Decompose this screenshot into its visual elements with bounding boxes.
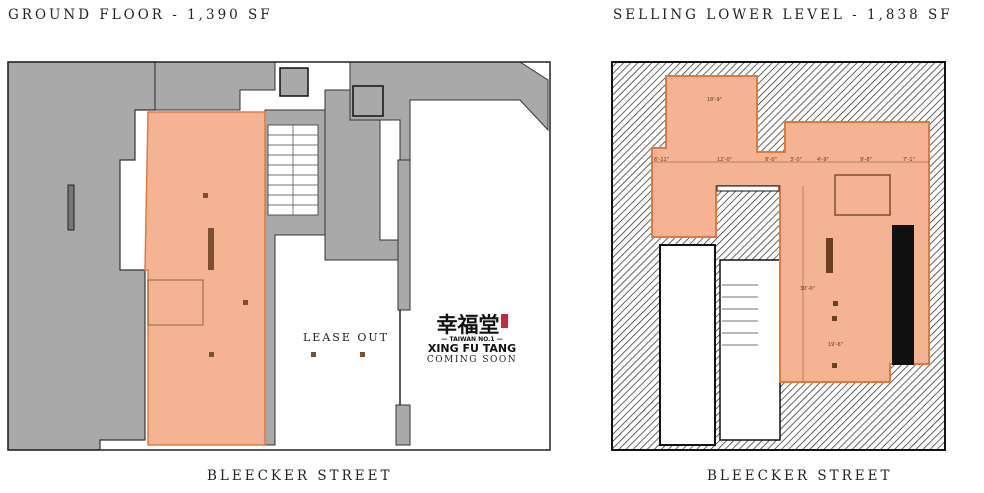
ground-floor-title: GROUND FLOOR - 1,390 SF (8, 7, 273, 23)
tenant-status: COMING SOON (426, 355, 518, 365)
svg-text:3'-0": 3'-0" (790, 157, 802, 163)
lower-level-title: SELLING LOWER LEVEL - 1,838 SF (613, 7, 953, 23)
tenant-name: XING FU TANG (427, 342, 517, 355)
tenant-sign: 幸福堂 — TAIWAN NO.1 — XING FU TANG COMING … (424, 312, 520, 366)
seal-logo-icon (500, 314, 508, 328)
svg-text:19'-6": 19'-6" (828, 342, 843, 348)
svg-text:9'-8": 9'-8" (860, 157, 872, 163)
leased-area-lower (651, 75, 930, 383)
leased-area-ground (144, 111, 266, 446)
elevator-2 (352, 85, 384, 117)
stair-lower (719, 259, 781, 441)
tenant-tagline: — TAIWAN NO.1 — (441, 336, 503, 343)
svg-text:18'-9": 18'-9" (707, 97, 722, 103)
lower-level-plan: 18'-9" 6'-11" 12'-0" 8'-0" 3'-0" 4'-9" 9… (611, 61, 946, 451)
svg-text:6'-11": 6'-11" (654, 157, 669, 163)
svg-text:12'-0": 12'-0" (717, 157, 732, 163)
elevator-1 (279, 67, 309, 97)
tenant-chinese-name: 幸福堂 (436, 312, 500, 337)
lower-level-street-label: BLEECKER STREET (707, 468, 893, 484)
svg-text:7'-1": 7'-1" (903, 157, 915, 163)
ground-floor-street-label: BLEECKER STREET (207, 468, 393, 484)
ground-floor-plan (7, 61, 551, 451)
svg-text:8'-0": 8'-0" (765, 157, 777, 163)
svg-text:4'-9": 4'-9" (817, 157, 829, 163)
svg-text:30'-0": 30'-0" (800, 286, 815, 292)
lease-out-label: LEASE OUT (303, 331, 389, 344)
